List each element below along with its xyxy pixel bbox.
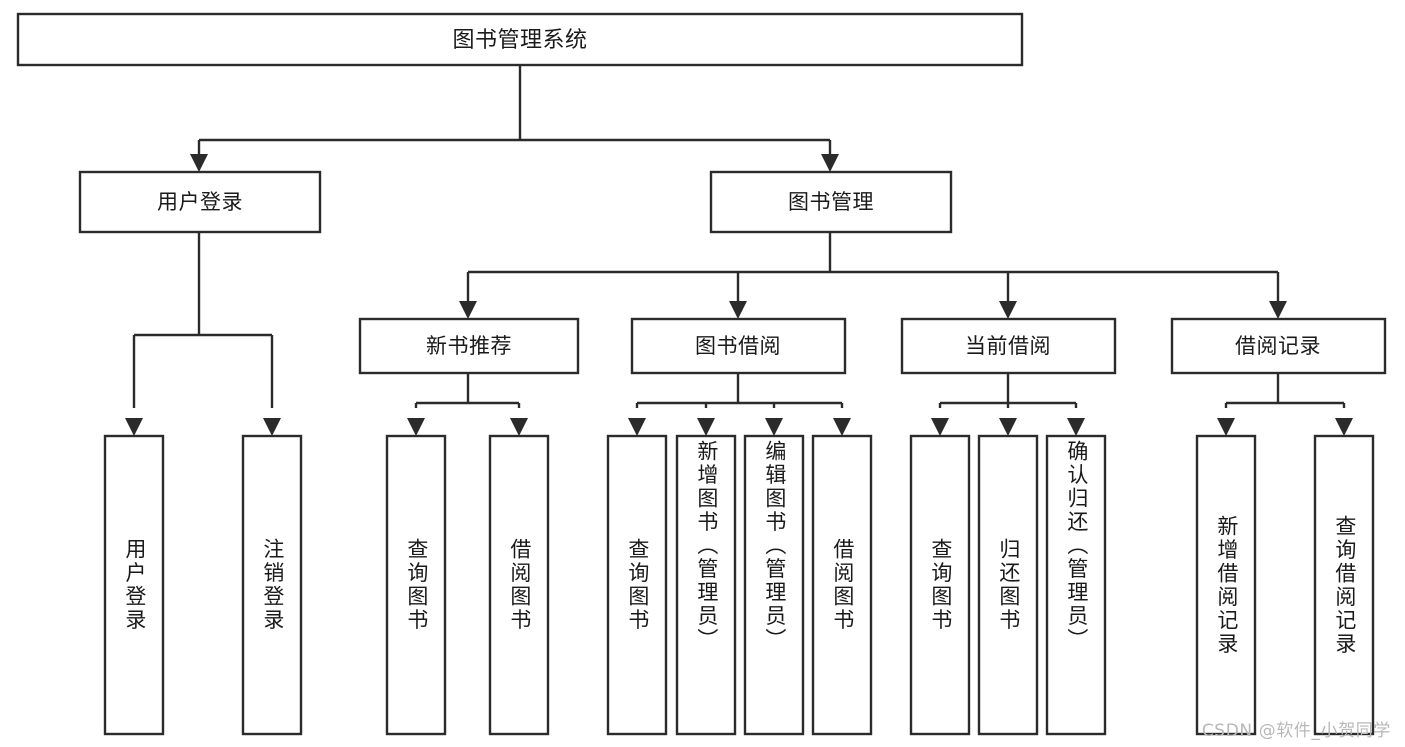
arrowhead-leaf-8 xyxy=(833,418,851,436)
node-borrow-record-box[interactable] xyxy=(1170,317,1387,375)
node-user-login-box[interactable] xyxy=(78,170,322,234)
leaf-box-query-book-newbook[interactable] xyxy=(385,434,447,736)
node-current-borrow-label: 当前借阅 xyxy=(965,334,1051,358)
arrowhead-borrow xyxy=(729,301,747,319)
arrowhead-leaf-3 xyxy=(407,418,425,436)
node-book-borrow-label: 图书借阅 xyxy=(695,334,781,358)
arrowhead-leaf-4 xyxy=(510,418,528,436)
arrowhead-user-login xyxy=(190,154,208,172)
arrowhead-leaf-13 xyxy=(1335,418,1353,436)
connector-layer xyxy=(132,65,1346,408)
leaf-box-borrow-book-newbook[interactable] xyxy=(488,434,550,736)
arrowhead-current xyxy=(999,301,1017,319)
arrowhead-leaf-2 xyxy=(263,418,281,436)
arrowhead-leaf-1 xyxy=(125,418,143,436)
leaf-box-logout[interactable] xyxy=(241,434,303,736)
arrowhead-newbook xyxy=(459,301,477,319)
arrowhead-leaf-12 xyxy=(1217,418,1235,436)
node-new-book-box[interactable] xyxy=(358,317,580,375)
node-current-borrow-box[interactable] xyxy=(900,317,1117,375)
arrowhead-leaf-6 xyxy=(697,418,715,436)
leaf-box-add-borrow-record[interactable] xyxy=(1195,434,1257,736)
leaf-box-borrow-book[interactable] xyxy=(811,434,873,736)
node-book-manage-label: 图书管理 xyxy=(788,190,874,214)
node-root-box[interactable] xyxy=(16,12,1024,67)
node-book-borrow-box[interactable] xyxy=(630,317,847,375)
leaf-box-query-borrow-record[interactable] xyxy=(1313,434,1375,736)
arrowhead-leaf-7 xyxy=(765,418,783,436)
node-root-label: 图书管理系统 xyxy=(452,28,587,53)
arrowhead-leaf-11 xyxy=(1067,418,1085,436)
node-new-book-label: 新书推荐 xyxy=(426,334,512,358)
arrowhead-leaf-9 xyxy=(931,418,949,436)
node-book-manage-box[interactable] xyxy=(709,170,953,234)
leaf-box-add-book-admin[interactable] xyxy=(675,434,737,736)
arrowhead-leaf-10 xyxy=(999,418,1017,436)
leaf-box-edit-book-admin[interactable] xyxy=(743,434,805,736)
leaf-box-confirm-return-admin[interactable] xyxy=(1045,434,1107,736)
arrowhead-book-manage xyxy=(821,154,839,172)
node-borrow-record-label: 借阅记录 xyxy=(1235,334,1321,358)
csdn-watermark: CSDN @软件_小贺同学 xyxy=(1201,721,1391,741)
arrowhead-record xyxy=(1269,301,1287,319)
node-layer: 图书管理系统 用户登录 图书管理 新书推荐 图书借阅 当前借阅 借阅记录 xyxy=(16,12,1387,736)
leaf-box-query-book-borrow[interactable] xyxy=(606,434,668,736)
leaf-box-user-login[interactable] xyxy=(103,434,165,736)
node-user-login-label: 用户登录 xyxy=(157,190,243,214)
leaf-box-query-book-current[interactable] xyxy=(909,434,971,736)
arrowhead-leaf-5 xyxy=(628,418,646,436)
leaf-box-return-book[interactable] xyxy=(977,434,1039,736)
